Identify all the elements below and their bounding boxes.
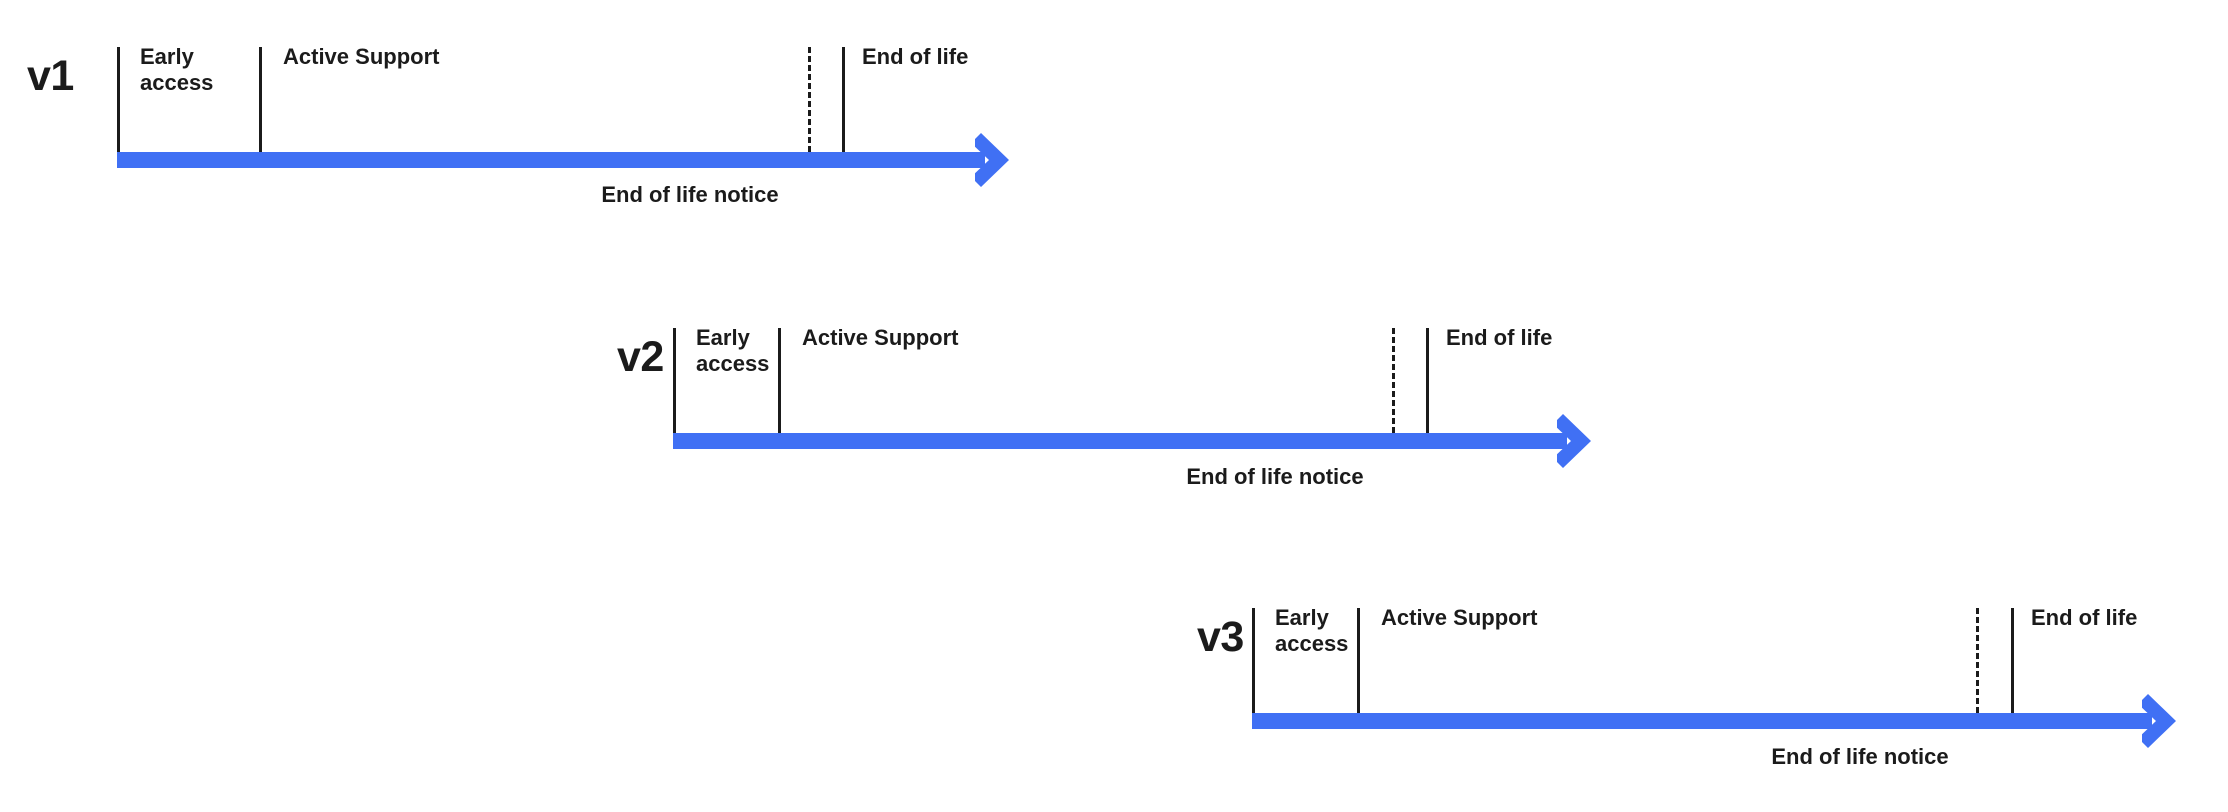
- tick-end-of-life-start-v3: [2011, 608, 2014, 713]
- lifecycle-arrow-v1: [117, 133, 1015, 187]
- tick-early-access-start-v2: [673, 328, 676, 433]
- phase-label-end-of-life-v2: End of life: [1446, 325, 1553, 350]
- tick-end-of-life-notice-v1: [808, 47, 811, 152]
- arrow-head-icon-v3: [2142, 692, 2182, 750]
- notice-label-v2: End of life notice: [1186, 464, 1364, 489]
- version-label-v3: v3: [1197, 613, 1244, 661]
- arrow-shaft-v2: [673, 433, 1567, 449]
- lifecycle-arrow-v3: [1252, 694, 2182, 748]
- phase-label-early-access-v3: Early access: [1275, 605, 1349, 656]
- phase-label-end-of-life-v1: End of life: [862, 44, 969, 69]
- tick-end-of-life-start-v1: [842, 47, 845, 152]
- phase-label-active-support-v2: Active Support: [802, 325, 959, 350]
- tick-active-support-start-v3: [1357, 608, 1360, 713]
- tick-early-access-start-v1: [117, 47, 120, 152]
- notice-label-v3: End of life notice: [1771, 744, 1949, 769]
- phase-label-active-support-v3: Active Support: [1381, 605, 1538, 630]
- version-label-v2: v2: [617, 333, 664, 381]
- phase-label-early-access-v2: Early access: [696, 325, 770, 376]
- lifecycle-arrow-v2: [673, 414, 1597, 468]
- phase-label-end-of-life-v3: End of life: [2031, 605, 2138, 630]
- tick-end-of-life-notice-v3: [1976, 608, 1979, 713]
- arrow-head-icon-v2: [1557, 412, 1597, 470]
- tick-end-of-life-notice-v2: [1392, 328, 1395, 433]
- tick-active-support-start-v2: [778, 328, 781, 433]
- version-label-v1: v1: [27, 52, 74, 100]
- tick-early-access-start-v3: [1252, 608, 1255, 713]
- arrow-head-icon-v1: [975, 131, 1015, 189]
- tick-end-of-life-start-v2: [1426, 328, 1429, 433]
- phase-label-active-support-v1: Active Support: [283, 44, 440, 69]
- arrow-shaft-v1: [117, 152, 985, 168]
- phase-label-early-access-v1: Early access: [140, 44, 214, 95]
- tick-active-support-start-v1: [259, 47, 262, 152]
- notice-label-v1: End of life notice: [601, 182, 779, 207]
- arrow-shaft-v3: [1252, 713, 2152, 729]
